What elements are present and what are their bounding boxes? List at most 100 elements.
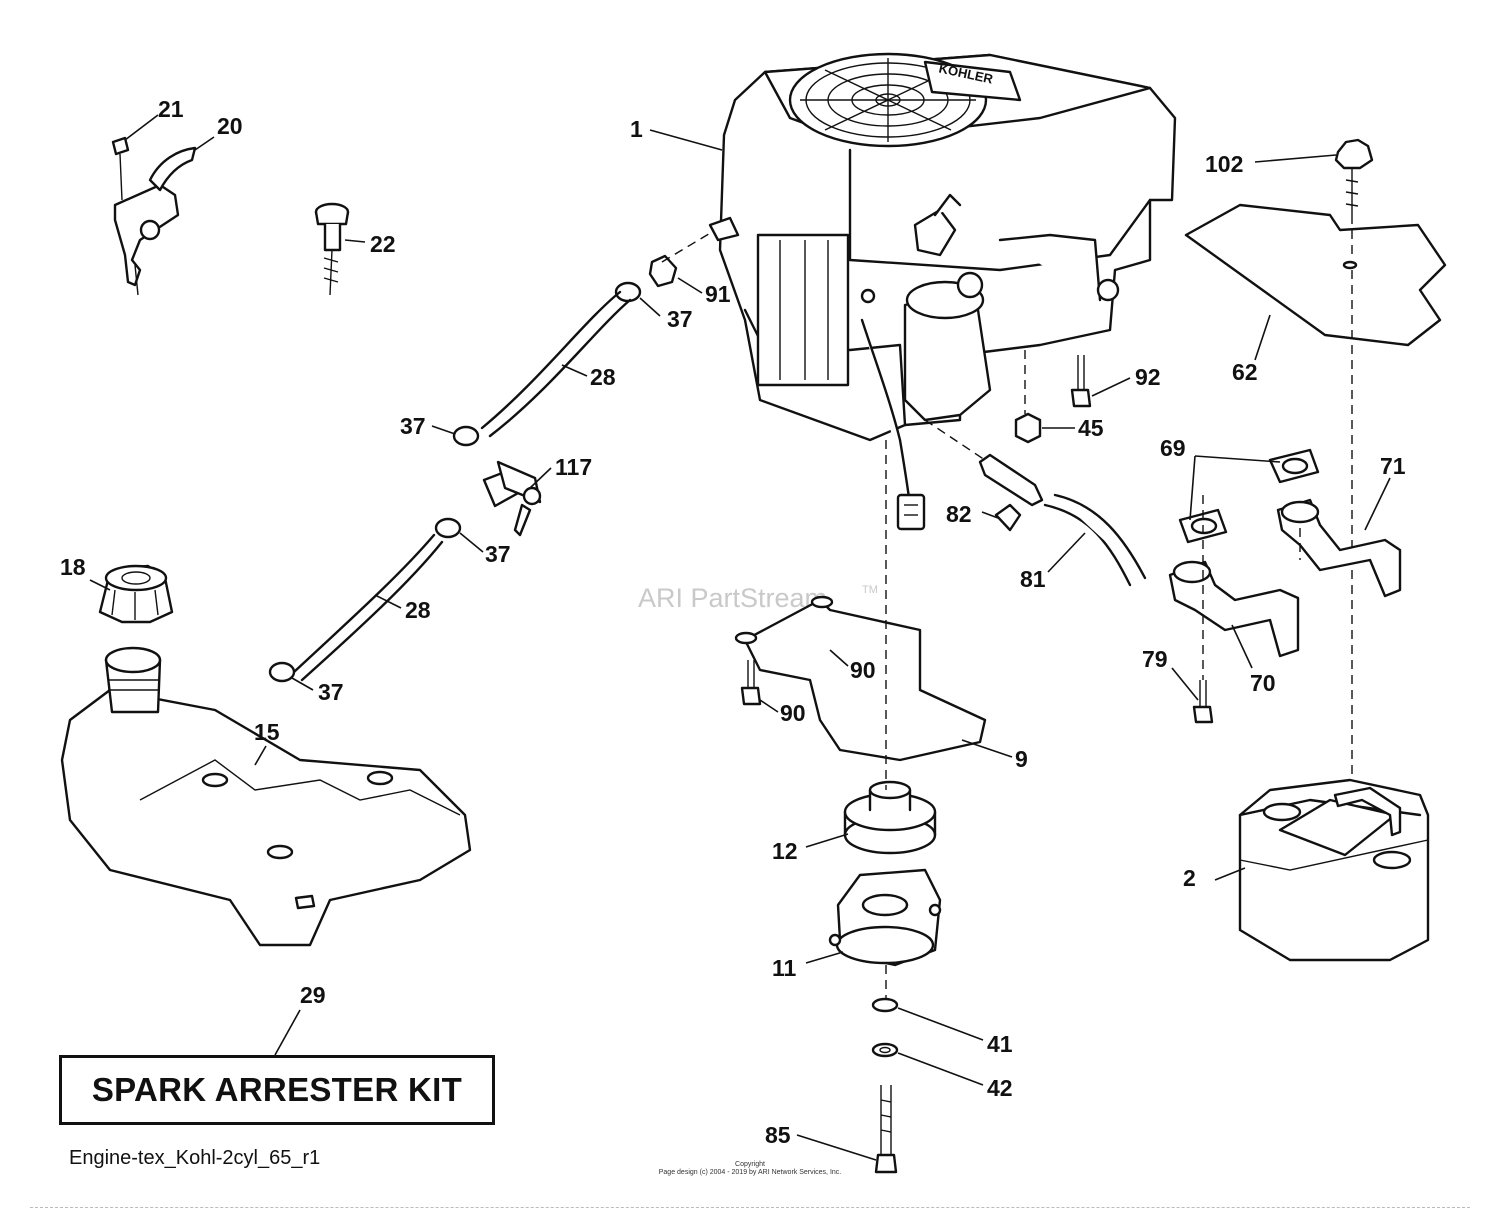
- callout-9: 9: [1015, 746, 1028, 772]
- leader-29: [274, 1009, 301, 1056]
- callout-90-upper: 90: [850, 657, 876, 683]
- engine[interactable]: KOHLER: [708, 52, 1177, 531]
- copyright-block: Copyright Page design (c) 2004 - 2019 by…: [630, 1161, 870, 1177]
- leader-1: [649, 129, 723, 151]
- leader-9: [961, 739, 1013, 758]
- leader-37a: [639, 297, 661, 317]
- spark-arrester-kit-label: SPARK ARRESTER KIT: [91, 1071, 463, 1108]
- callout-91: 91: [705, 281, 731, 307]
- fitting-91[interactable]: [648, 254, 678, 288]
- callout-28-lower: 28: [405, 597, 431, 623]
- callout-79: 79: [1142, 646, 1168, 672]
- fuel-tank-15[interactable]: [60, 646, 472, 947]
- leader-90b: [759, 699, 779, 713]
- leader-12: [805, 833, 849, 848]
- leader-20: [194, 136, 215, 151]
- callout-11: 11: [772, 955, 797, 981]
- clamp-37-mid[interactable]: [452, 425, 480, 447]
- callout-22: 22: [370, 231, 396, 257]
- shutoff-valve-117[interactable]: [482, 460, 542, 537]
- fuel-cap-18[interactable]: [98, 564, 174, 624]
- bracket-9[interactable]: [734, 595, 987, 762]
- callout-70: 70: [1250, 670, 1276, 696]
- callout-71: 71: [1380, 453, 1406, 479]
- fuel-hose-28-upper[interactable]: [480, 290, 632, 438]
- leader-71: [1364, 477, 1391, 531]
- nut-45[interactable]: [1014, 412, 1042, 444]
- muffler-2[interactable]: [1238, 778, 1430, 962]
- fitting-82[interactable]: [978, 453, 1044, 532]
- callout-85: 85: [765, 1122, 791, 1148]
- gasket-69-right[interactable]: [1268, 448, 1320, 484]
- callout-20: 20: [217, 113, 243, 139]
- leader-15: [254, 745, 267, 766]
- callout-102: 102: [1205, 151, 1243, 177]
- leader-21: [124, 114, 159, 141]
- callout-1: 1: [630, 116, 643, 142]
- exhaust-pipe-71[interactable]: [1276, 498, 1402, 598]
- clamp-37-bottom[interactable]: [268, 661, 296, 683]
- callout-37-bottom: 37: [318, 679, 344, 705]
- bolt-85[interactable]: [874, 1085, 898, 1174]
- leader-79: [1171, 667, 1199, 701]
- callout-90-lower: 90: [780, 700, 806, 726]
- callout-15: 15: [254, 719, 280, 745]
- washer-42[interactable]: [871, 1042, 899, 1058]
- screw-90-lower[interactable]: [740, 660, 762, 706]
- leader-81: [1047, 532, 1086, 573]
- clutch-11[interactable]: [828, 868, 942, 967]
- callout-29: 29: [300, 982, 326, 1008]
- leader-11: [805, 951, 844, 964]
- knob-102[interactable]: [1334, 138, 1374, 215]
- leader-62: [1254, 314, 1271, 361]
- pulley-12[interactable]: [843, 780, 937, 855]
- leader-37b: [431, 425, 456, 435]
- callout-45: 45: [1078, 415, 1104, 441]
- diagram-id: Engine-tex_Kohl-2cyl_65_r1: [69, 1147, 321, 1169]
- callout-12: 12: [772, 838, 798, 864]
- spark-arrester-kit-box[interactable]: SPARK ARRESTER KIT: [59, 1055, 495, 1125]
- screw-21[interactable]: [111, 136, 130, 201]
- callout-37-lower: 37: [485, 541, 511, 567]
- throttle-control[interactable]: [113, 146, 197, 296]
- leader-69b: [1189, 455, 1196, 521]
- leader-18: [89, 579, 111, 591]
- callout-41: 41: [987, 1031, 1013, 1057]
- leader-91: [677, 277, 703, 294]
- leader-dash-91: [661, 231, 713, 263]
- leader-dash-82: [924, 419, 986, 461]
- leader-2: [1214, 867, 1246, 881]
- leader-37c: [459, 532, 484, 553]
- leader-70: [1231, 624, 1253, 669]
- washer-41[interactable]: [871, 997, 899, 1013]
- leader-22: [344, 239, 366, 243]
- callout-69: 69: [1160, 435, 1186, 461]
- exhaust-pipe-70[interactable]: [1168, 560, 1300, 658]
- leader-102: [1254, 154, 1337, 163]
- leader-92: [1091, 377, 1131, 397]
- callout-82: 82: [946, 501, 972, 527]
- leader-41: [897, 1007, 984, 1041]
- callout-21: 21: [158, 96, 184, 122]
- callout-18: 18: [60, 554, 86, 580]
- bolt-92[interactable]: [1070, 355, 1092, 408]
- callout-42: 42: [987, 1075, 1013, 1101]
- bolt-79[interactable]: [1192, 680, 1214, 724]
- hose-81[interactable]: [1043, 493, 1147, 587]
- callout-2: 2: [1183, 865, 1196, 891]
- leader-28a: [561, 364, 588, 377]
- fuel-hose-28-lower[interactable]: [292, 533, 444, 682]
- callout-117: 117: [555, 454, 592, 480]
- heat-shield-62[interactable]: [1184, 203, 1447, 347]
- leader-69a: [1194, 455, 1281, 463]
- copyright-line1: Copyright: [735, 1161, 765, 1168]
- callout-37-top: 37: [667, 306, 693, 332]
- watermark-text: ARI PartStream: [638, 583, 827, 613]
- knob-22[interactable]: [314, 202, 350, 296]
- clamp-37-lower[interactable]: [434, 517, 462, 539]
- leader-117: [529, 467, 552, 489]
- leader-82: [981, 511, 999, 519]
- copyright-line2: Page design (c) 2004 - 2019 by ARI Netwo…: [658, 1169, 842, 1176]
- callout-28-upper: 28: [590, 364, 616, 390]
